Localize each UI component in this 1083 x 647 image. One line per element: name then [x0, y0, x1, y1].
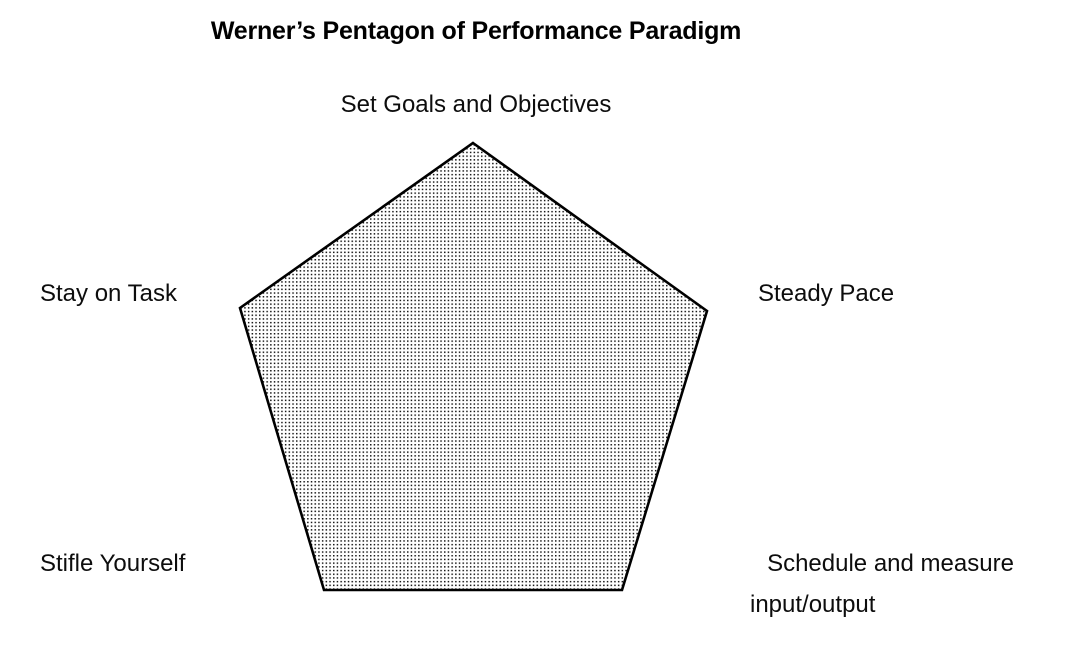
pentagon-polygon — [238, 141, 709, 592]
node-label-right: Steady Pace — [758, 280, 895, 307]
node-label-bottom-right: Schedule and measure input/output — [748, 543, 1048, 625]
node-label-left: Stay on Task — [40, 280, 177, 307]
node-label-bottom-right-line-1: Schedule and measure — [767, 550, 1014, 577]
node-label-bottom-right-line-2: input/output — [750, 591, 876, 618]
node-label-bottom-left: Stifle Yourself — [40, 550, 186, 577]
node-label-top: Set Goals and Objectives — [340, 91, 612, 118]
page-title: Werner’s Pentagon of Performance Paradig… — [210, 17, 742, 45]
